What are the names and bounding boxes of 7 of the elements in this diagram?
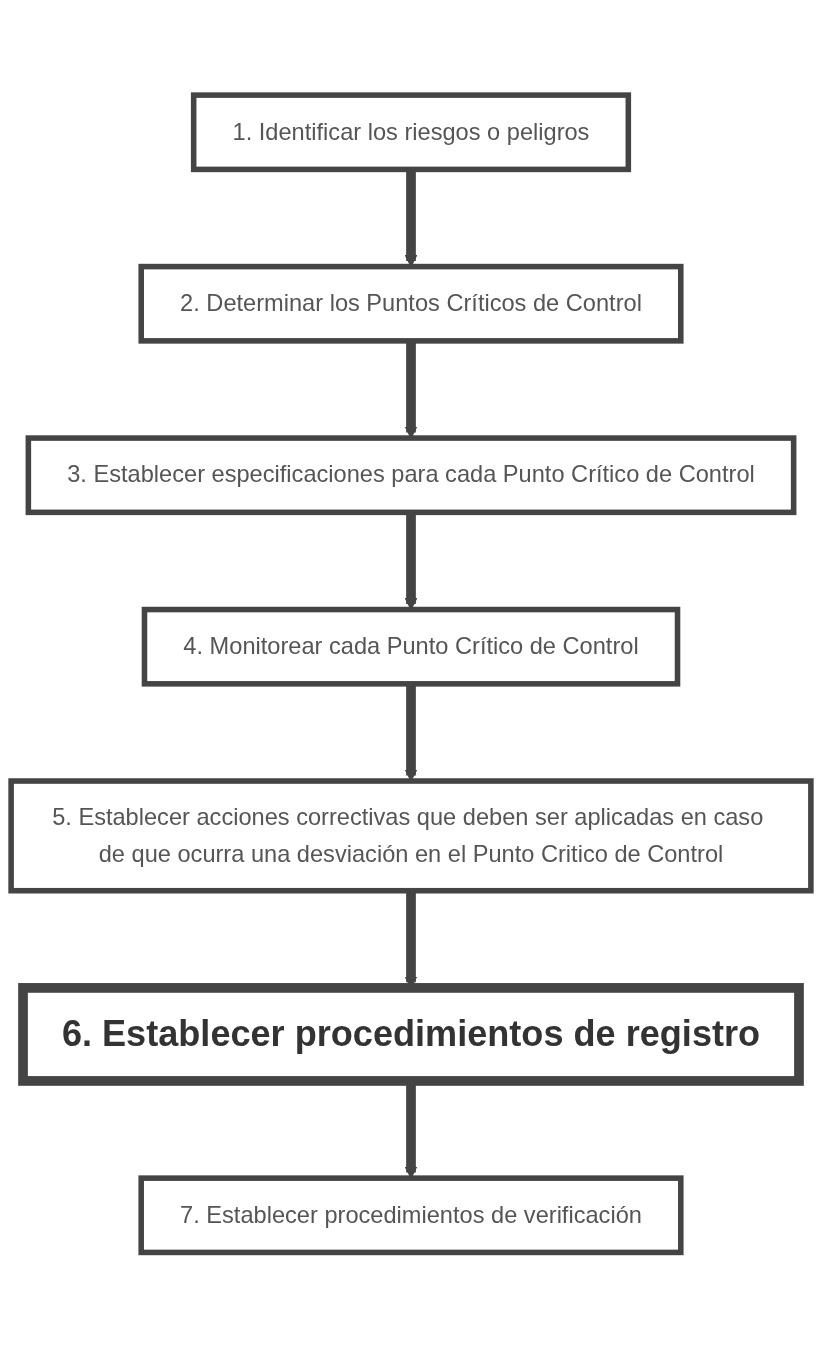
node-box: 2. Determinar los Puntos Críticos de Control	[138, 264, 684, 344]
node-box: 5. Establecer acciones correctivas que deben ser aplicadas en caso de que ocurra una desviación en el Punto Critico de Control	[8, 778, 814, 894]
node-box: 7. Establecer procedimientos de verificación	[138, 1175, 684, 1256]
node-box: 1. Identificar los riesgos o peligros	[190, 92, 632, 173]
node-box: 6. Establecer procedimientos de registro	[18, 983, 804, 1087]
node-box: 3. Establecer especificaciones para cada Punto Crítico de Control	[25, 435, 797, 516]
node-box: 4. Monitorear cada Punto Crítico de Control	[141, 607, 681, 687]
